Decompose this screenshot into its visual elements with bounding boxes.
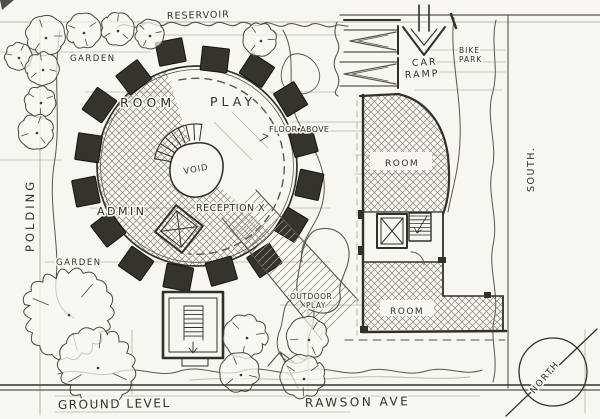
- curved-east-wall: [396, 92, 451, 216]
- reservoir-label: RESERVOIR: [167, 9, 230, 22]
- east-path-curve: [447, 17, 461, 213]
- south-stair-core: [161, 290, 225, 367]
- classroom-pod: [118, 245, 155, 282]
- outdoor-play-blob: [296, 228, 350, 314]
- outer-wall: [96, 65, 298, 267]
- car-ramp-label-2: RAMP: [405, 68, 440, 81]
- tree-icon: [17, 113, 54, 150]
- outdoor-play-label-1: OUTDOOR: [290, 292, 332, 301]
- classroom-pod: [81, 87, 118, 124]
- classroom-pod: [273, 81, 309, 118]
- floor-above-dashed-outline: [178, 77, 285, 255]
- classroom-pod: [115, 59, 152, 96]
- classroom-pods: [71, 37, 325, 293]
- classroom-pod: [199, 45, 230, 74]
- ramp-retaining-wall: [333, 21, 340, 97]
- elevator-icon: [154, 204, 204, 254]
- tree-icon: [222, 314, 269, 360]
- play-floor-clear: [164, 62, 301, 236]
- rawson-ave-label: RAWSON AVE: [305, 394, 411, 410]
- void-wall: [169, 142, 224, 198]
- tree-icon: [134, 18, 165, 50]
- void-label: VOID: [183, 163, 210, 177]
- classroom-pod: [238, 52, 275, 88]
- stair-treads: [409, 215, 431, 236]
- car-ramp: [339, 19, 401, 89]
- room-center-label: ROOM: [120, 95, 175, 110]
- elevator-icon: [376, 213, 408, 249]
- garden-left-label: GARDEN: [56, 258, 102, 268]
- classroom-pod: [71, 175, 101, 208]
- east-building: [356, 92, 508, 336]
- classroom-pod: [74, 132, 103, 164]
- courtyard-curve: [282, 29, 325, 263]
- tree-icon: [100, 11, 135, 47]
- classroom-pod: [204, 255, 238, 287]
- tree-icon: [56, 326, 137, 407]
- door-swing: [410, 251, 425, 266]
- car-ramp-label-1: CAR: [412, 57, 438, 69]
- stair-icon: [183, 305, 204, 341]
- corner-mark: [0, 0, 14, 10]
- play-label: PLAY: [210, 94, 256, 109]
- garden-top-label: GARDEN: [70, 54, 116, 64]
- bike-park-label-1: BIKE: [459, 46, 480, 55]
- room-east-bottom-label: ROOM: [390, 307, 424, 317]
- bike-park-label-2: PARK: [459, 55, 482, 64]
- tree-icon: [219, 352, 260, 393]
- ground-level-label: GROUND LEVEL: [58, 396, 171, 412]
- trees: [3, 11, 329, 407]
- room-east-top-label: ROOM: [385, 159, 419, 169]
- south-wall: [361, 329, 508, 334]
- tree-icon: [23, 85, 57, 118]
- tree-icon: [279, 353, 326, 400]
- tree-icon: [242, 22, 277, 57]
- reception-label: RECEPTION X: [196, 203, 265, 214]
- outdoor-play-label-2: PLAY: [306, 301, 326, 310]
- classroom-pod: [90, 211, 127, 248]
- tree-icon: [65, 12, 102, 49]
- bike-park-wall-mark: [449, 12, 458, 30]
- site-boundary-lines: [0, 0, 600, 389]
- landscape-blob: [280, 53, 321, 95]
- tree-icon: [285, 315, 329, 360]
- tree-icon: [24, 51, 60, 86]
- south-street-label: SOUTH.: [526, 147, 537, 192]
- admin-label: ADMIN: [97, 205, 146, 218]
- north-compass: [505, 328, 598, 417]
- down-arrow-icon: [402, 4, 446, 56]
- classroom-pod: [287, 125, 319, 158]
- floor-above-arrow: [259, 133, 269, 142]
- classroom-pod: [154, 37, 187, 67]
- ground-frame: [0, 384, 600, 391]
- stair-icon: [408, 212, 432, 242]
- spiral-stair-icon: [154, 123, 203, 162]
- classroom-pod: [162, 262, 195, 293]
- polding-street-label: POLDING: [23, 179, 37, 252]
- classroom-pod: [294, 168, 325, 201]
- tree-icon: [25, 14, 66, 57]
- floor-above-label: FLOOR ABOVE: [269, 125, 329, 134]
